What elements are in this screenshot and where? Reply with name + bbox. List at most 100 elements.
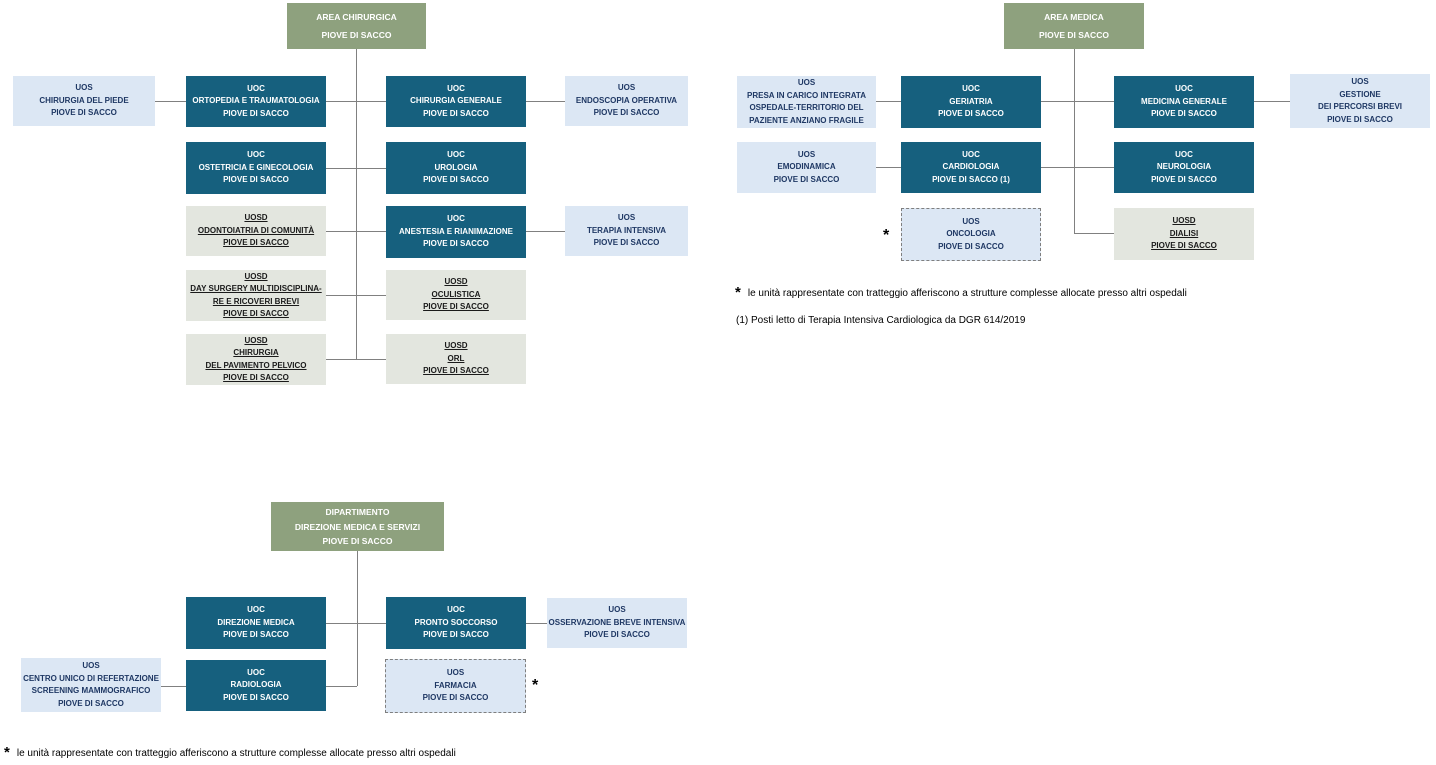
uoc-urologia-box: UOC UROLOGIA PIOVE DI SACCO xyxy=(386,142,526,194)
uoc-medicina-generale-line-2: PIOVE DI SACCO xyxy=(1151,109,1217,119)
uosd-dialisi-line-1: DIALISI xyxy=(1169,228,1199,238)
connector-line xyxy=(526,101,565,102)
uosd-oculistica-line-2: PIOVE DI SACCO xyxy=(423,302,489,312)
uoc-chirurgia-generale-line-2: PIOVE DI SACCO xyxy=(423,108,489,118)
uos-emodinamica-line-1: EMODINAMICA xyxy=(777,162,836,172)
uoc-chirurgia-generale-box: UOC CHIRURGIA GENERALE PIOVE DI SACCO xyxy=(386,76,526,127)
uos-chirurgia-del-piede-line-1: CHIRURGIA DEL PIEDE xyxy=(39,95,129,105)
uoc-direzione-medica-line-0: UOC xyxy=(247,605,265,615)
asterisk-icon: * xyxy=(4,744,10,761)
uoc-urologia-line-1: UROLOGIA xyxy=(434,162,478,172)
uoc-ostetricia-e-ginecologia-line-1: OSTETRICIA E GINECOLOGIA xyxy=(198,162,314,172)
connector-line xyxy=(526,231,565,232)
connector-line xyxy=(155,101,186,102)
uos-farmacia-line-2: PIOVE DI SACCO xyxy=(422,693,489,703)
footnote-dashed-units-right: *le unità rappresentate con tratteggio a… xyxy=(735,284,1187,301)
uos-oncologia-line-2: PIOVE DI SACCO xyxy=(938,241,1004,251)
uosd-day-surgery-line-3: PIOVE DI SACCO xyxy=(223,309,289,318)
connector-line xyxy=(526,623,547,624)
uosd-oculistica-line-1: OCULISTICA xyxy=(431,289,481,299)
uosd-day-surgery-line-1: DAY SURGERY MULTIDISCIPLINA- xyxy=(190,284,322,293)
footnote-text: le unità rappresentate con tratteggio af… xyxy=(747,288,1187,299)
uosd-chirurgia-pavimento-pelvico-box: UOSD CHIRURGIA DEL PAVIMENTO PELVICO PIOVE … xyxy=(186,334,326,385)
uoc-direzione-medica-line-2: PIOVE DI SACCO xyxy=(223,630,289,640)
uosd-dialisi-line-2: PIOVE DI SACCO xyxy=(1151,241,1217,251)
uos-oncologia-line-1: ONCOLOGIA xyxy=(946,229,996,239)
uos-terapia-intensiva-line-0: UOS xyxy=(617,213,636,223)
area-chirurgica-line-1: PIOVE DI SACCO xyxy=(321,30,392,41)
connector-line xyxy=(326,101,386,102)
uosd-odontoiatria-di-comunita-line-2: PIOVE DI SACCO xyxy=(223,238,289,248)
uosd-chirurgia-pavimento-pelvico-line-3: PIOVE DI SACCO xyxy=(223,373,289,382)
uosd-chirurgia-pavimento-pelvico-line-0: UOSD xyxy=(244,335,268,345)
uos-presa-in-carico-line-2: OSPEDALE-TERRITORIO DEL xyxy=(749,103,864,112)
uos-emodinamica-line-2: PIOVE DI SACCO xyxy=(773,174,840,184)
uoc-anestesia-e-rianimazione-line-0: UOC xyxy=(447,214,465,224)
uoc-radiologia-line-2: PIOVE DI SACCO xyxy=(223,692,289,702)
area-medica-box: AREA MEDICA PIOVE DI SACCO xyxy=(1004,3,1144,49)
connector-line xyxy=(326,295,386,296)
connector-line xyxy=(1074,233,1114,234)
connector-line xyxy=(326,231,386,232)
uos-endoscopia-operativa-line-2: PIOVE DI SACCO xyxy=(593,108,660,118)
uoc-chirurgia-generale-line-1: CHIRURGIA GENERALE xyxy=(410,96,502,106)
uos-centro-unico-refertazione-line-1: CENTRO UNICO DI REFERTAZIONE xyxy=(23,673,159,683)
asterisk-marker-oncologia: * xyxy=(883,227,890,244)
uosd-chirurgia-pavimento-pelvico-line-1: CHIRURGIA xyxy=(233,348,279,357)
uoc-anestesia-e-rianimazione-line-1: ANESTESIA E RIANIMAZIONE xyxy=(399,226,513,236)
connector-line xyxy=(1041,167,1114,168)
uoc-neurologia-line-0: UOC xyxy=(1175,149,1193,159)
uoc-geriatria-line-0: UOC xyxy=(962,84,980,94)
uos-emodinamica-box: UOS EMODINAMICA PIOVE DI SACCO xyxy=(737,142,876,193)
uoc-direzione-medica-line-1: DIREZIONE MEDICA xyxy=(217,617,295,627)
uoc-medicina-generale-line-1: MEDICINA GENERALE xyxy=(1141,96,1227,106)
area-medica-line-0: AREA MEDICA xyxy=(1044,11,1104,22)
uoc-cardiologia-line-1: CARDIOLOGIA xyxy=(942,162,1000,172)
connector-line xyxy=(876,101,901,102)
uos-centro-unico-refertazione-line-3: PIOVE DI SACCO xyxy=(58,698,124,708)
uosd-oculistica-line-0: UOSD xyxy=(444,277,468,287)
connector-line xyxy=(1074,49,1075,233)
uoc-neurologia-line-2: PIOVE DI SACCO xyxy=(1151,174,1217,184)
asterisk-marker-farmacia: * xyxy=(532,677,539,694)
uoc-urologia-line-0: UOC xyxy=(447,150,465,160)
uos-presa-in-carico-line-3: PAZIENTE ANZIANO FRAGILE xyxy=(749,115,864,125)
connector-line xyxy=(356,49,357,359)
uosd-chirurgia-pavimento-pelvico-line-2: DEL PAVIMENTO PELVICO xyxy=(205,360,307,370)
uos-chirurgia-del-piede-line-0: UOS xyxy=(75,83,93,93)
uos-presa-in-carico-line-0: UOS xyxy=(797,78,816,87)
connector-line xyxy=(357,551,358,686)
uoc-ostetricia-e-ginecologia-line-0: UOC xyxy=(247,150,265,160)
uos-emodinamica-line-0: UOS xyxy=(797,149,816,159)
uos-terapia-intensiva-line-1: TERAPIA INTENSIVA xyxy=(586,225,667,235)
uosd-dialisi-line-0: UOSD xyxy=(1172,216,1196,226)
uoc-pronto-soccorso-line-2: PIOVE DI SACCO xyxy=(423,630,489,640)
uoc-pronto-soccorso-line-0: UOC xyxy=(447,605,465,615)
uoc-radiologia-line-0: UOC xyxy=(247,667,265,677)
uoc-chirurgia-generale-line-0: UOC xyxy=(447,83,465,93)
uoc-urologia-line-2: PIOVE DI SACCO xyxy=(423,175,489,185)
footnote-dashed-units-bottom: *le unità rappresentate con tratteggio a… xyxy=(4,744,456,761)
footnote-cardiologia-posti-letto: (1) Posti letto di Terapia Intensiva Car… xyxy=(736,315,1026,326)
uosd-orl-line-0: UOSD xyxy=(444,341,468,351)
uos-gestione-percorsi-brevi-line-3: PIOVE DI SACCO xyxy=(1327,114,1393,124)
area-medica-line-1: PIOVE DI SACCO xyxy=(1039,30,1109,41)
connector-line xyxy=(1254,101,1290,102)
